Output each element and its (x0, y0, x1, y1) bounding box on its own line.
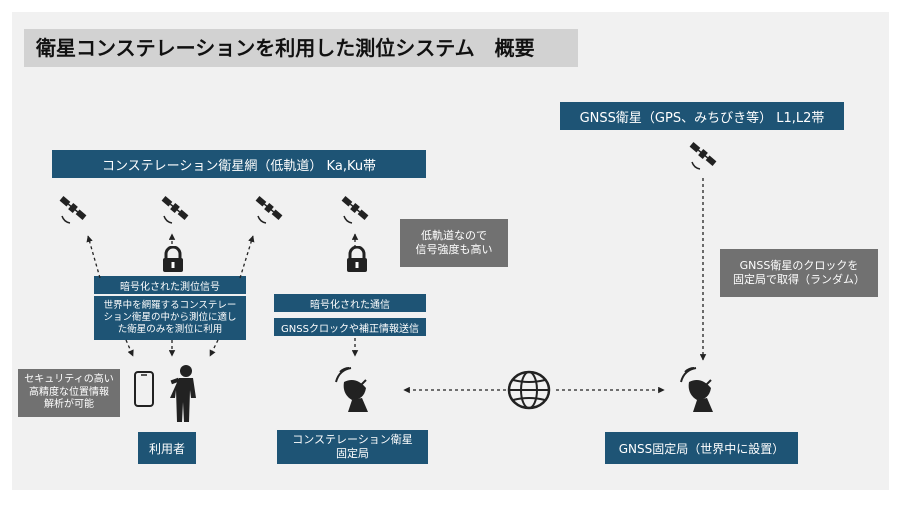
satellite-selection-label: 世界中を網羅するコンステレー ション衛星の中から測位に適し た衛星のみを測位に利… (94, 296, 246, 340)
low-orbit-note: 低軌道なので 信号強度も高い (400, 219, 508, 267)
page-title: 衛星コンステレーションを利用した測位システム 概要 (24, 29, 578, 67)
person-icon (170, 365, 196, 422)
gnss-clock-transmission-label: GNSSクロックや補正情報送信 (274, 318, 426, 336)
gnss-clock-note: GNSS衛星のクロックを 固定局で取得（ランダム） (720, 249, 878, 297)
encrypted-positioning-signal-label: 暗号化された測位信号 (94, 276, 246, 294)
constellation-network-label: コンステレーション衛星網（低軌道） Ka,Ku帯 (52, 150, 426, 178)
encrypted-communication-label: 暗号化された通信 (274, 294, 426, 312)
arrow-to-user-left (125, 339, 134, 357)
lock-icon (347, 246, 367, 272)
arrow-to-satellite-3 (239, 235, 255, 279)
satellite-icon (341, 196, 369, 224)
lock-icon (163, 246, 183, 272)
arrow-to-satellite-1 (86, 235, 101, 279)
security-note: セキュリティの高い 高精度な位置情報 解析が可能 (18, 369, 120, 417)
satellite-icon (255, 196, 283, 224)
constellation-ground-station-label: コンステレーション衛星 固定局 (277, 430, 428, 464)
globe-icon (507, 370, 551, 410)
arrow-to-user-right (209, 339, 219, 357)
satellite-icon (59, 196, 87, 224)
gnss-ground-station-label: GNSS固定局（世界中に設置） (605, 432, 798, 464)
satellite-dish-icon (680, 367, 713, 412)
user-label: 利用者 (138, 432, 196, 464)
smartphone-icon (134, 371, 154, 407)
gnss-satellite-label: GNSS衛星（GPS、みちびき等） L1,L2帯 (560, 102, 844, 130)
satellite-dish-icon (335, 367, 368, 412)
satellite-icon (161, 196, 189, 224)
gnss-satellite-icon (689, 142, 717, 170)
